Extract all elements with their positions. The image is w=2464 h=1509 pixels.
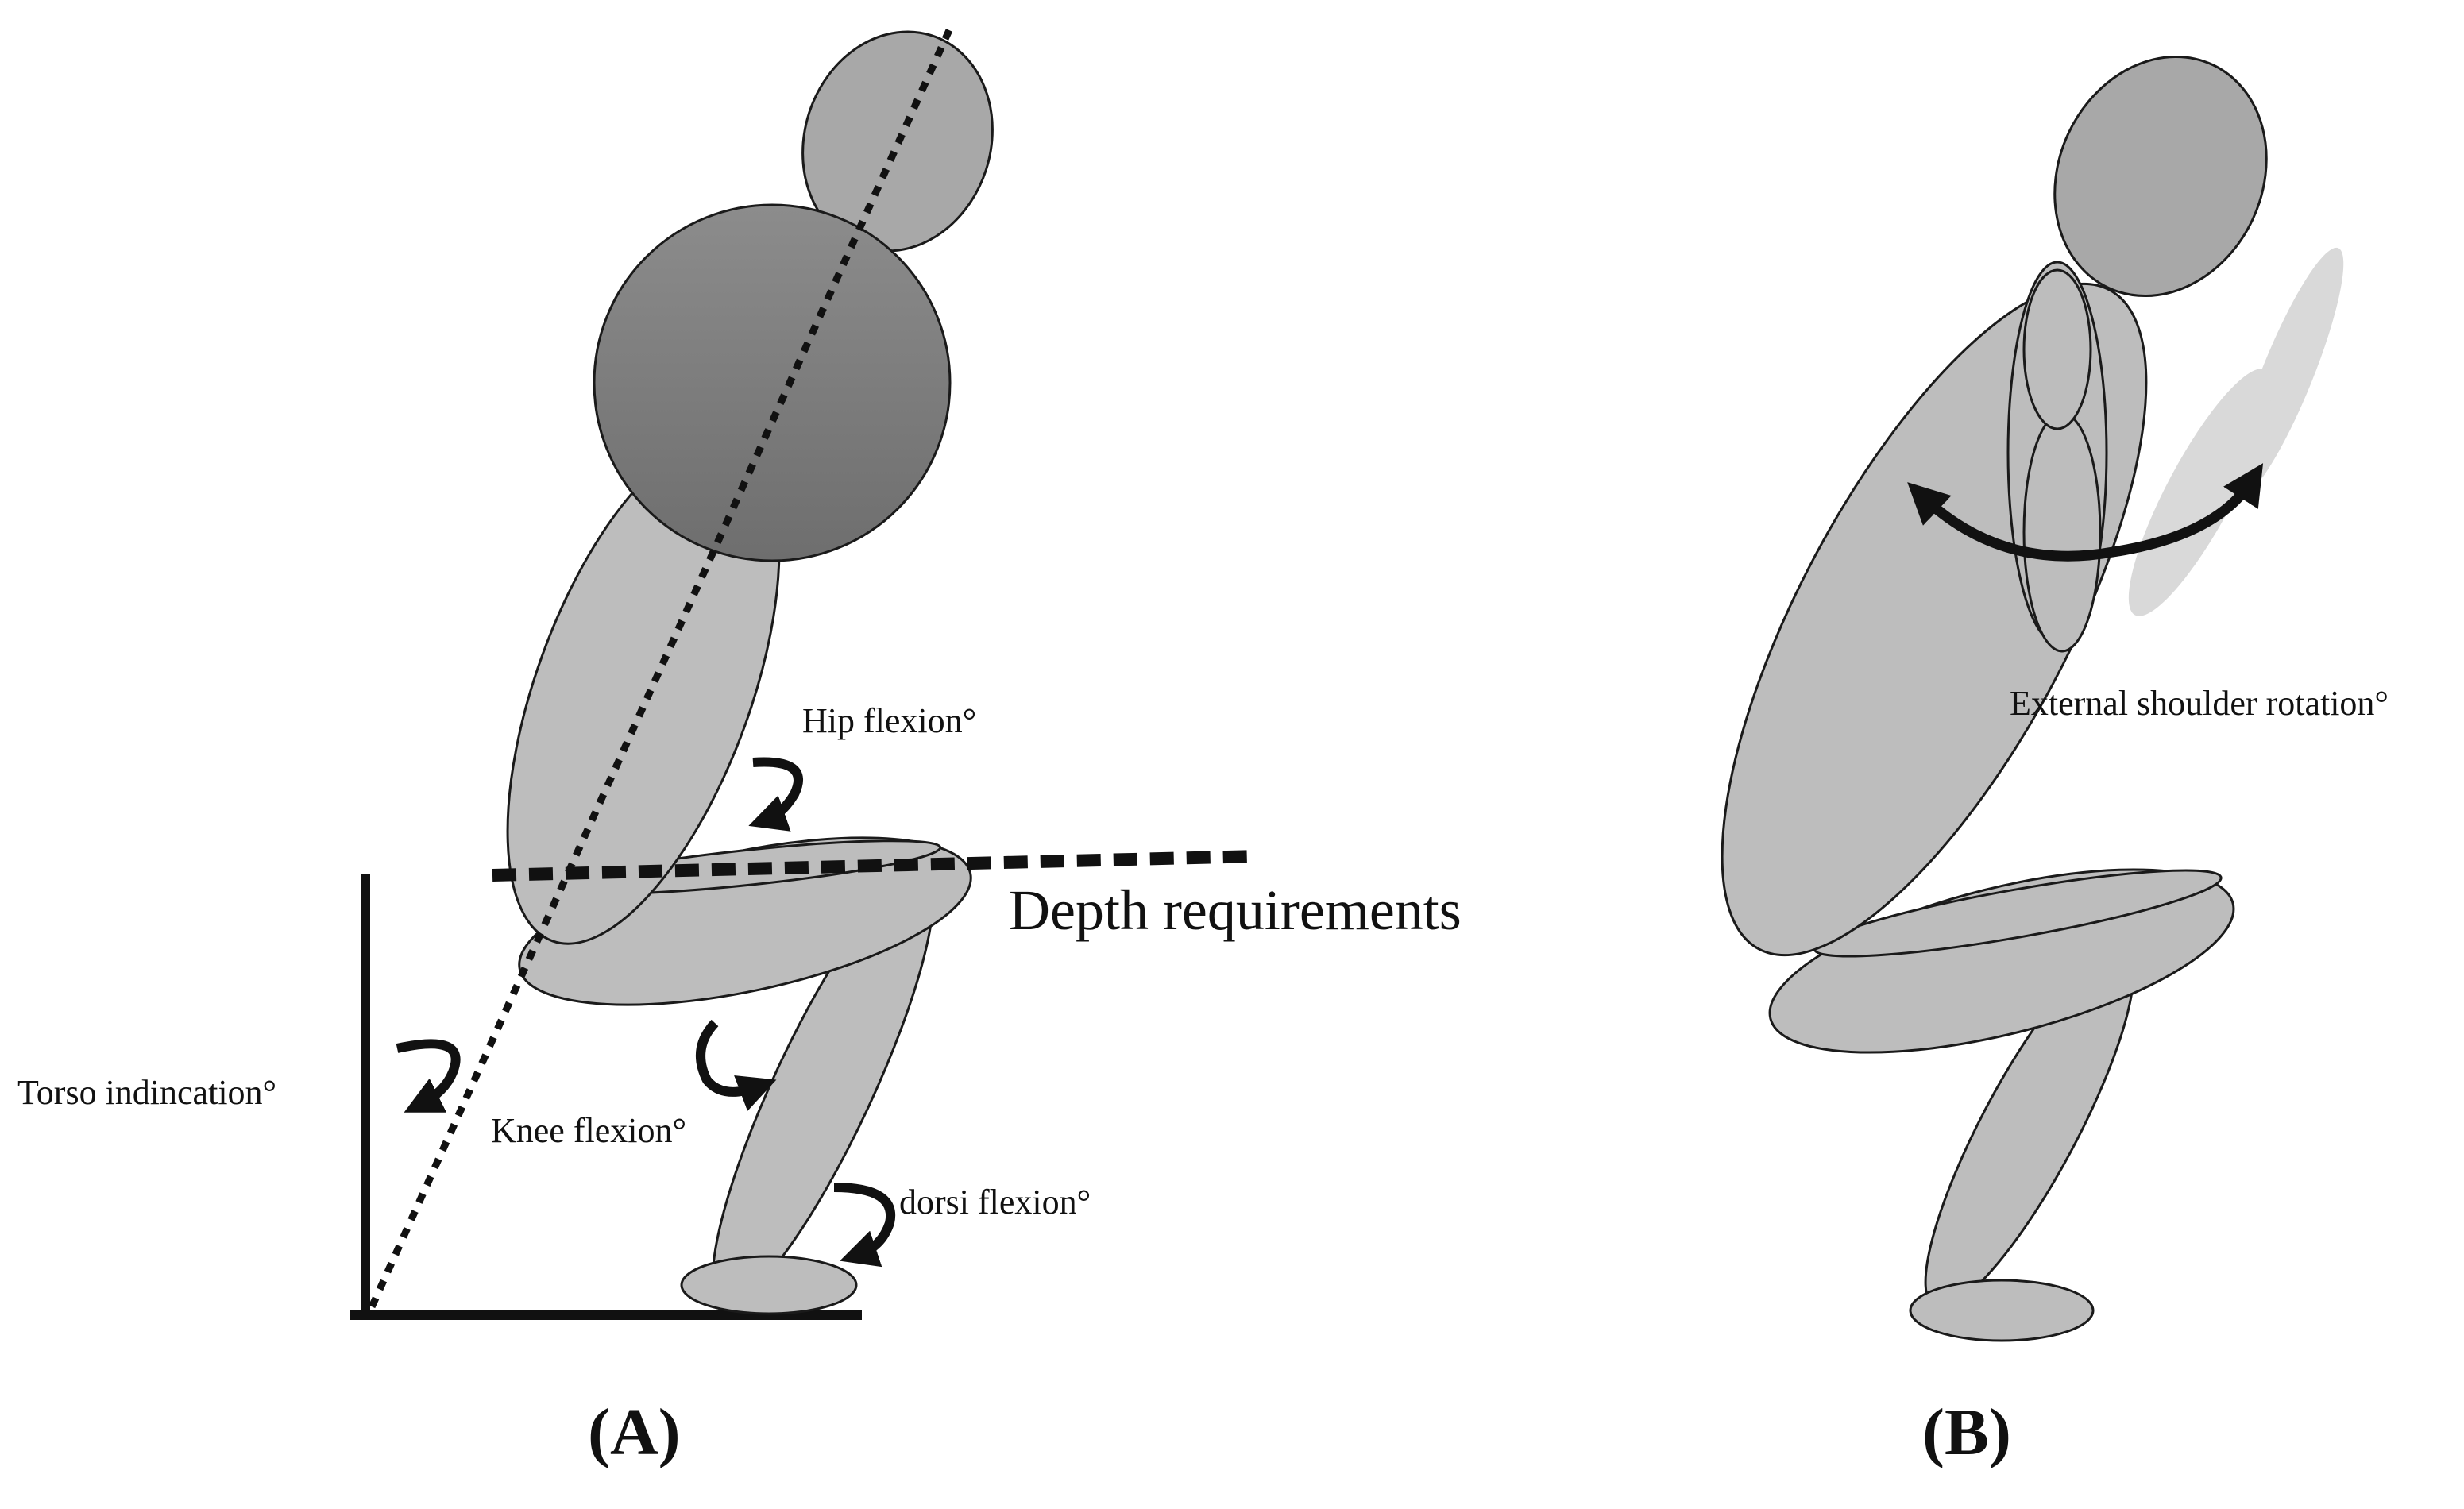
panel-b-figure bbox=[1721, 55, 2344, 1342]
panel-a-figure bbox=[350, 29, 1260, 1320]
dorsi-flexion-arrow bbox=[833, 1183, 896, 1268]
shoulder-rotation-arrow bbox=[1907, 463, 2264, 562]
panel-a-tag: (A) bbox=[588, 1395, 681, 1469]
depth-line bbox=[492, 850, 1260, 882]
shoulder-b bbox=[2022, 268, 2092, 430]
panel-b-tag: (B) bbox=[1922, 1395, 2011, 1469]
shoulder-rotation-label: External shoulder rotation° bbox=[2010, 684, 2389, 723]
upper-body-mass bbox=[593, 203, 952, 562]
forearm-b bbox=[2022, 411, 2102, 653]
torso-inclination-label: Torso indincation° bbox=[17, 1073, 277, 1112]
foot-segment-b bbox=[1909, 1279, 2095, 1342]
depth-requirements-label: Depth requirements bbox=[1009, 878, 1462, 942]
knee-flexion-label: Knee flexion° bbox=[491, 1111, 687, 1150]
body-axis-dotted-line bbox=[366, 29, 953, 1312]
head-segment-b bbox=[2053, 55, 2268, 298]
dorsi-flexion-label: dorsi flexion° bbox=[899, 1183, 1091, 1221]
hip-flexion-label: Hip flexion° bbox=[802, 701, 977, 740]
foot-segment bbox=[680, 1255, 858, 1315]
knee-flexion-arrow bbox=[696, 1019, 777, 1111]
hip-flexion-arrow bbox=[748, 757, 803, 832]
torso-inclination-arrow bbox=[396, 1039, 461, 1113]
